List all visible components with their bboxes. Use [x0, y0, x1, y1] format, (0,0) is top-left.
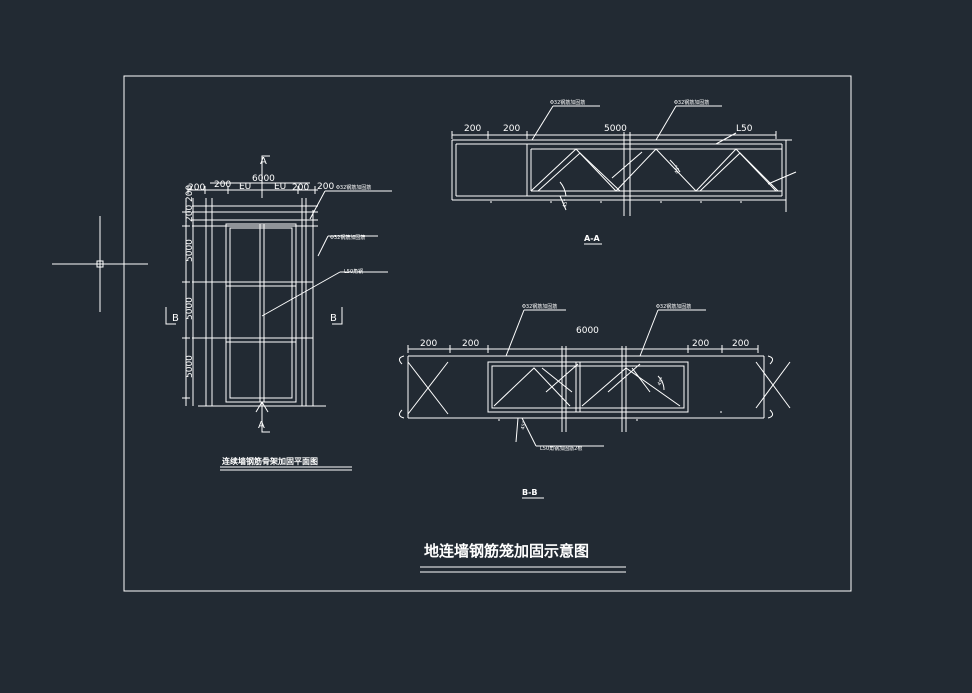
section-bb-view: [398, 309, 791, 499]
bb-dim-right-1: 200: [692, 339, 709, 349]
aa-section-label: A-A: [584, 234, 601, 243]
plan-top-dim-6: 200: [317, 182, 334, 192]
aa-angle-2: 45°: [674, 164, 682, 174]
plan-section-b-right: B: [330, 313, 337, 324]
plan-top-dim-5: 200: [292, 183, 309, 193]
bb-dim-right-2: 200: [732, 339, 749, 349]
plan-side-dim-5: 5000: [185, 355, 195, 378]
plan-callout-3: L50角钢: [344, 268, 363, 275]
bb-dim-left-1: 200: [420, 339, 437, 349]
section-aa-view: [451, 105, 797, 245]
bb-callout-3: L50角钢加固筋2根: [540, 445, 582, 452]
bb-angle-1: 45°: [520, 420, 528, 431]
bb-dim-left-2: 200: [462, 339, 479, 349]
plan-section-b-left: B: [172, 313, 179, 324]
plan-top-dim-1: 200: [188, 183, 205, 193]
plan-view: [165, 155, 392, 471]
aa-callout-2: Φ32钢筋加固筋: [674, 99, 709, 106]
aa-callout-1: Φ32钢筋加固筋: [550, 99, 585, 106]
aa-angle-label: L50: [736, 124, 753, 134]
aa-dim-1: 200: [464, 124, 481, 134]
plan-callout-2: Φ32钢筋加固筋: [330, 234, 365, 241]
title-underline: [420, 566, 626, 573]
drawing-title: 地连墙钢筋笼加固示意图: [424, 542, 589, 560]
plan-side-dim-2: 200: [185, 205, 195, 222]
bb-callout-2: Φ32钢筋加固筋: [656, 303, 691, 310]
plan-side-dim-3: 5000: [185, 239, 195, 262]
plan-caption: 连续墙钢筋骨架加固平面图: [222, 456, 318, 466]
aa-dim-3: 5000: [604, 124, 627, 134]
bb-callout-1: Φ32钢筋加固筋: [522, 303, 557, 310]
plan-callout-1: Φ32钢筋加固筋: [336, 184, 371, 191]
bb-angle-2: 45°: [657, 376, 667, 387]
plan-top-dim-2: 200: [214, 180, 231, 190]
bb-total-width: 6000: [576, 326, 599, 336]
aa-angle-1: 45°: [562, 198, 570, 208]
aa-dim-2: 200: [503, 124, 520, 134]
plan-top-dim-3: EU: [239, 182, 251, 192]
plan-side-dim-4: 5000: [185, 297, 195, 320]
crosshair-cursor-icon: [52, 216, 148, 312]
plan-side-dim-1: 200: [185, 185, 195, 202]
drawing-border: [123, 75, 852, 592]
bb-section-label: B-B: [522, 488, 538, 497]
plan-total-width: 6000: [252, 174, 275, 184]
plan-section-a-top: A: [260, 156, 267, 167]
plan-top-dim-4: EU: [274, 182, 286, 192]
plan-section-a-bottom: A: [258, 420, 265, 431]
